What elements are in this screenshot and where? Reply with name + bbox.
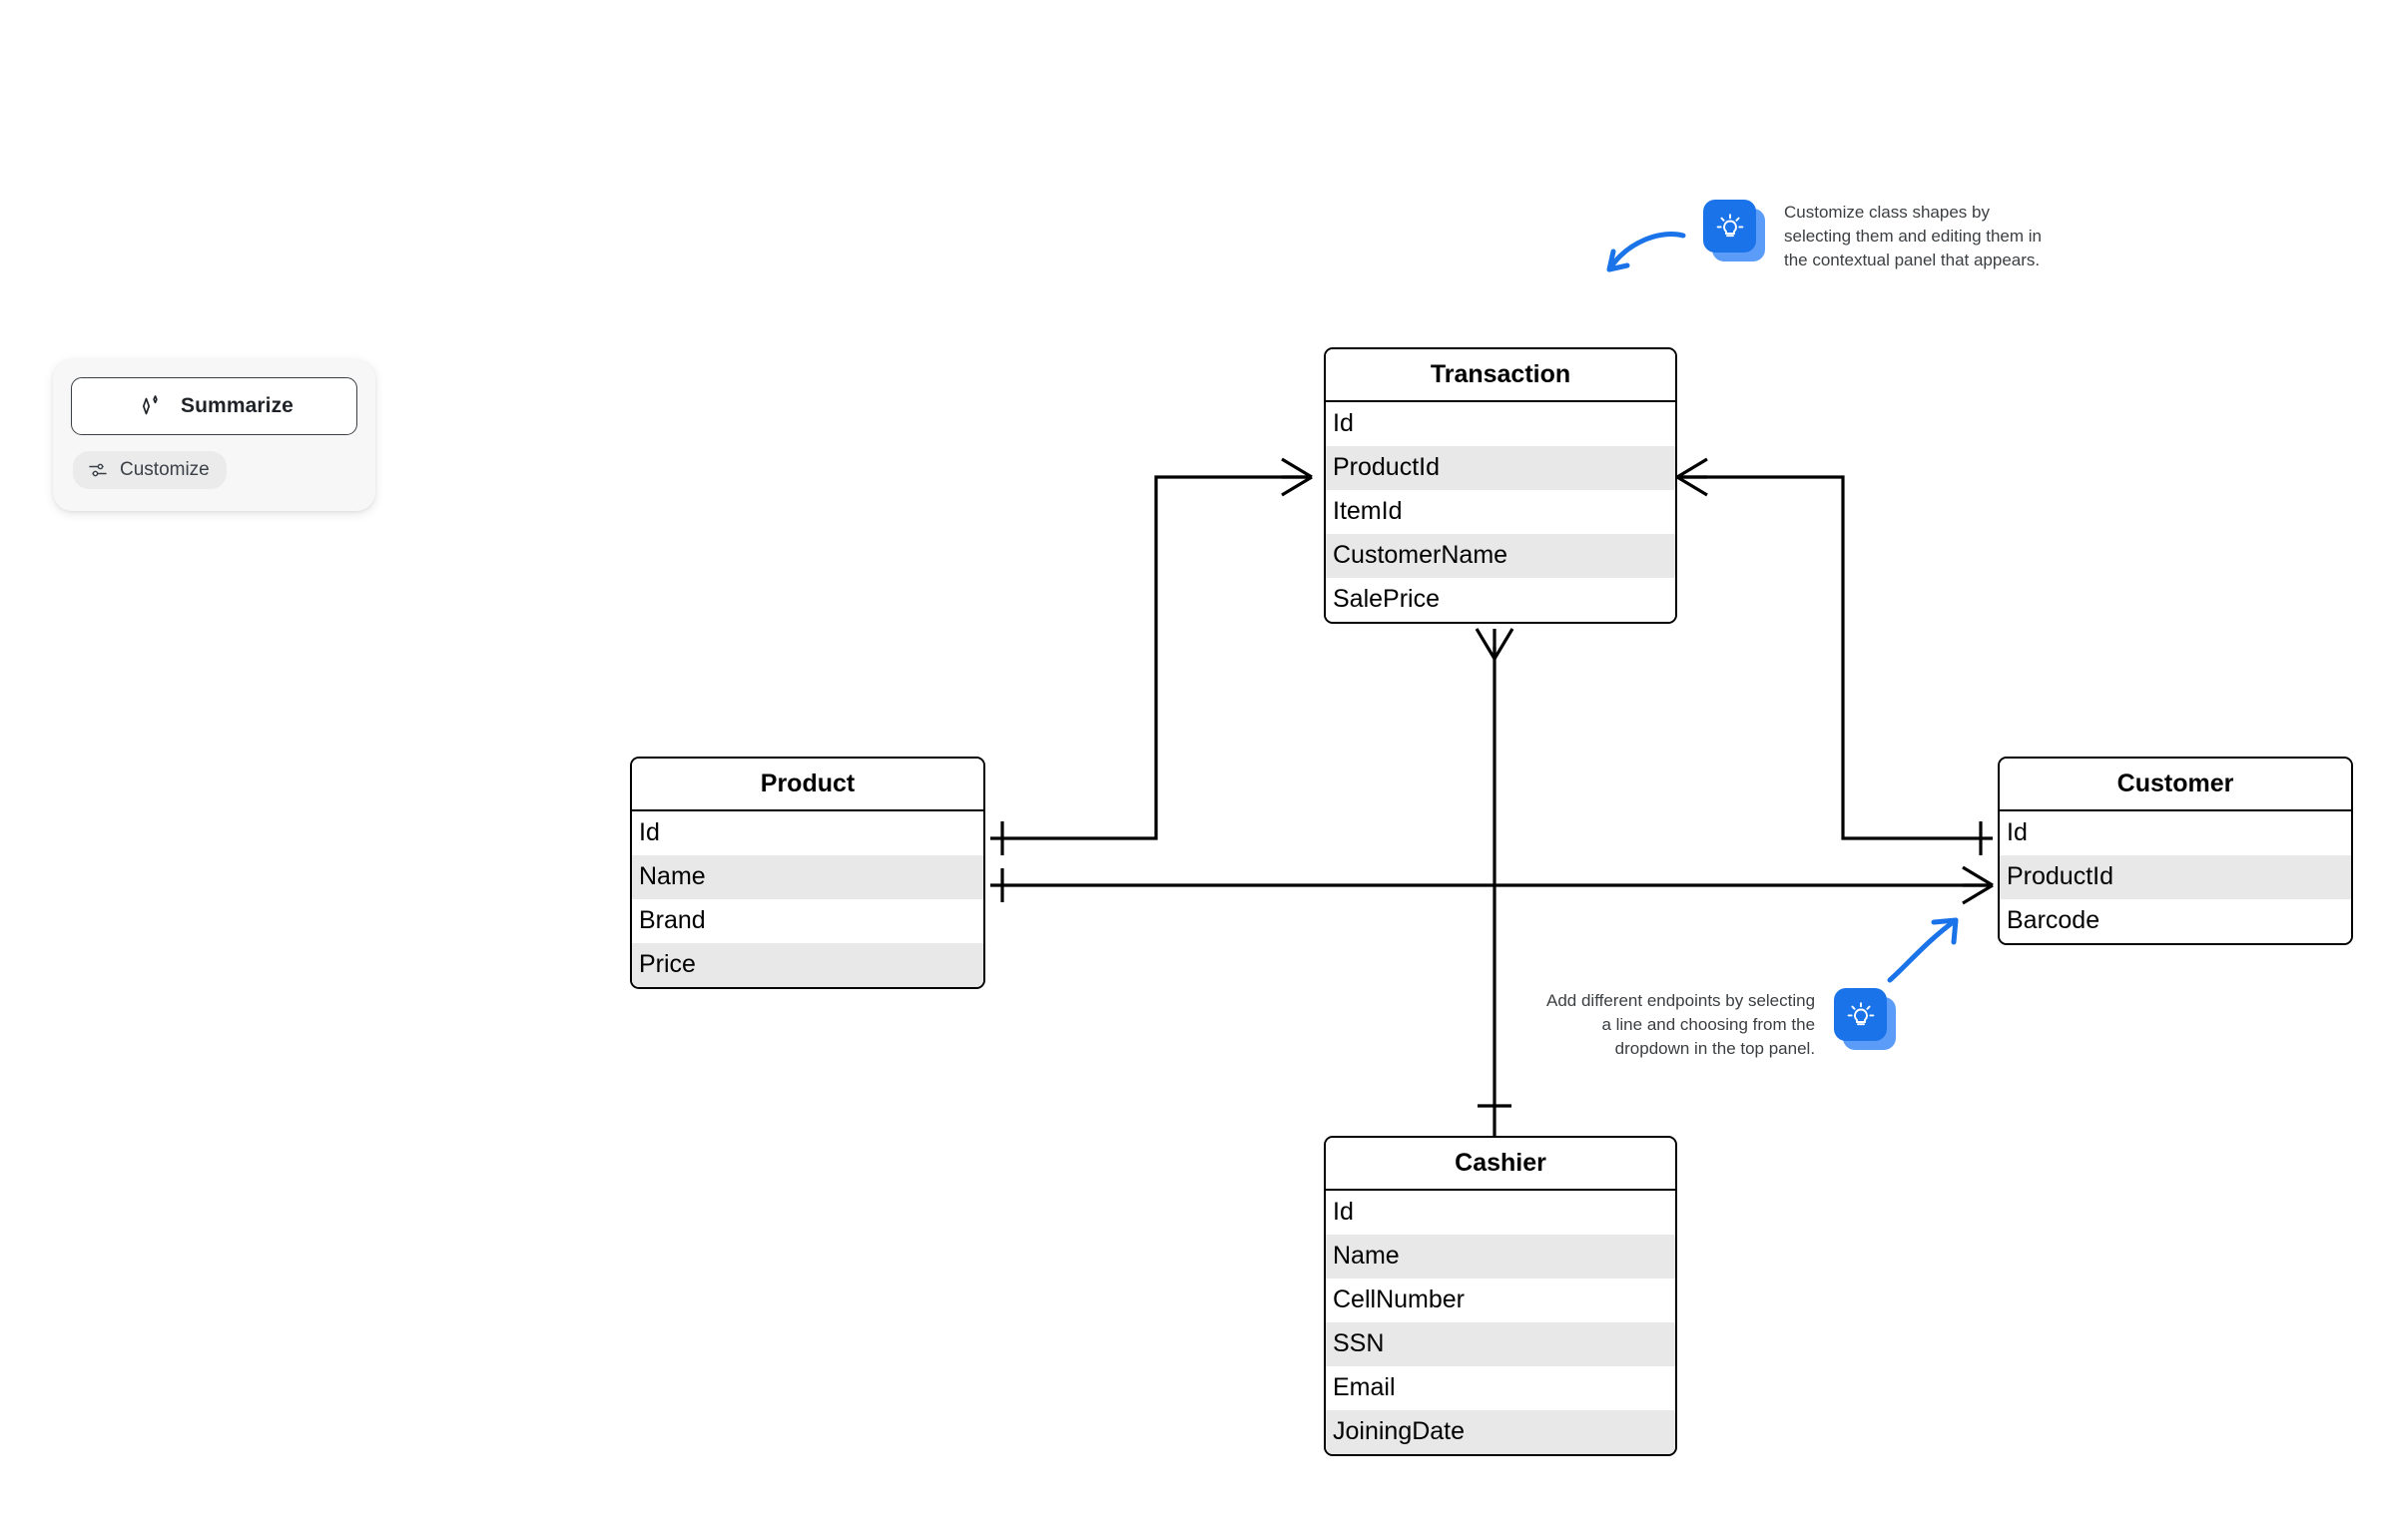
sparkle-icon [135, 391, 165, 421]
field-row[interactable]: SalePrice [1326, 578, 1675, 622]
entity-fields-cashier: Id Name CellNumber SSN Email JoiningDate [1326, 1191, 1675, 1454]
entity-title-cashier: Cashier [1326, 1138, 1675, 1191]
entity-title-product: Product [632, 759, 983, 811]
connector-transaction-productid-customer-id [1677, 475, 1993, 840]
callout-text: Add different endpoints by selecting a l… [1546, 991, 1816, 1059]
marker-many-transaction-bottom [1475, 628, 1514, 660]
field-row[interactable]: CellNumber [1326, 1279, 1675, 1322]
callout-customize-shapes: Customize class shapes by selecting them… [1703, 200, 2042, 272]
entity-box-cashier[interactable]: Cashier Id Name CellNumber SSN Email Joi… [1324, 1136, 1677, 1456]
entity-box-product[interactable]: Product Id Name Brand Price [630, 757, 985, 989]
marker-many-transaction-left [1281, 457, 1313, 497]
summarize-panel: Summarize Customize [53, 359, 375, 511]
field-row[interactable]: Name [632, 855, 983, 899]
callout-arrow-left-icon [1606, 232, 1686, 272]
entity-fields-transaction: Id ProductId ItemId CustomerName SalePri… [1326, 402, 1675, 622]
field-row[interactable]: Id [1326, 1191, 1675, 1235]
field-row[interactable]: CustomerName [1326, 534, 1675, 578]
callout-arrow-up-right-icon [1887, 917, 1959, 983]
field-row[interactable]: ItemId [1326, 490, 1675, 534]
field-row[interactable]: JoiningDate [1326, 1410, 1675, 1454]
field-row[interactable]: Id [2000, 811, 2351, 855]
field-row[interactable]: Brand [632, 899, 983, 943]
field-row[interactable]: Id [1326, 402, 1675, 446]
entity-fields-customer: Id ProductId Barcode [2000, 811, 2351, 943]
customize-button-label: Customize [120, 459, 210, 480]
field-row[interactable]: Id [632, 811, 983, 855]
callout-add-endpoints: Add different endpoints by selecting a l… [1546, 988, 1897, 1061]
lightbulb-icon [1703, 200, 1765, 261]
field-row[interactable]: ProductId [2000, 855, 2351, 899]
summarize-button[interactable]: Summarize [71, 377, 357, 435]
summarize-button-label: Summarize [181, 394, 294, 417]
entity-box-customer[interactable]: Customer Id ProductId Barcode [1998, 757, 2353, 945]
lightbulb-icon [1834, 988, 1897, 1050]
entity-fields-product: Id Name Brand Price [632, 811, 983, 987]
entity-box-transaction[interactable]: Transaction Id ProductId ItemId Customer… [1324, 347, 1677, 624]
sliders-icon [87, 459, 109, 481]
field-row[interactable]: Barcode [2000, 899, 2351, 943]
field-row[interactable]: SSN [1326, 1322, 1675, 1366]
field-row[interactable]: ProductId [1326, 446, 1675, 490]
field-row[interactable]: Name [1326, 1235, 1675, 1279]
entity-title-transaction: Transaction [1326, 349, 1675, 402]
callout-text: Customize class shapes by selecting them… [1784, 203, 2042, 270]
connector-product-id-transaction-productid [990, 475, 1312, 840]
marker-many-transaction-right [1676, 457, 1708, 497]
customize-button[interactable]: Customize [73, 451, 227, 489]
field-row[interactable]: Email [1326, 1366, 1675, 1410]
entity-title-customer: Customer [2000, 759, 2351, 811]
marker-many-customer-productid [1962, 865, 1994, 905]
field-row[interactable]: Price [632, 943, 983, 987]
